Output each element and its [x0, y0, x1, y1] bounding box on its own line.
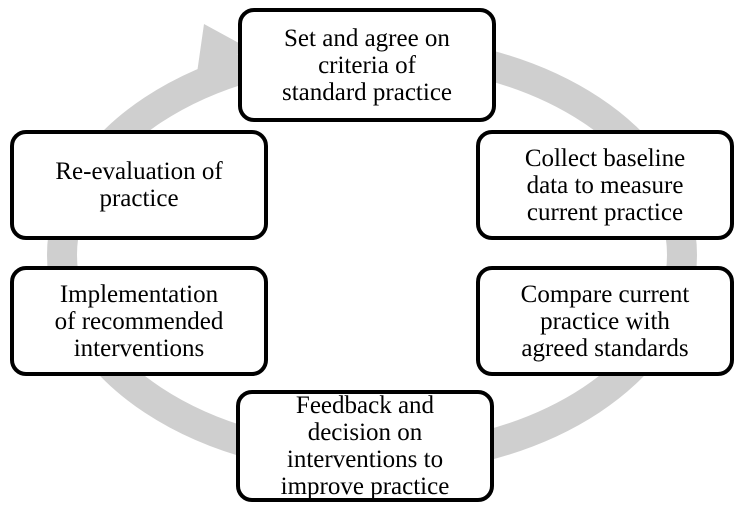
- step-box-set-criteria: Set and agree on criteria of standard pr…: [238, 8, 496, 122]
- arrow-head-icon: [196, 24, 248, 80]
- step-label: Feedback and decision on interventions t…: [280, 392, 450, 500]
- step-box-re-evaluation: Re-evaluation of practice: [10, 130, 268, 240]
- step-label: Collect baseline data to measure current…: [524, 144, 686, 226]
- step-box-implementation: Implementation of recommended interventi…: [10, 266, 268, 376]
- step-label: Set and agree on criteria of standard pr…: [281, 24, 453, 106]
- step-box-compare-practice: Compare current practice with agreed sta…: [476, 266, 734, 376]
- step-box-feedback-decision: Feedback and decision on interventions t…: [236, 390, 494, 502]
- step-label: Implementation of recommended interventi…: [54, 280, 224, 362]
- step-label: Compare current practice with agreed sta…: [520, 280, 690, 362]
- step-label: Re-evaluation of practice: [55, 158, 223, 212]
- step-box-collect-baseline: Collect baseline data to measure current…: [476, 130, 734, 240]
